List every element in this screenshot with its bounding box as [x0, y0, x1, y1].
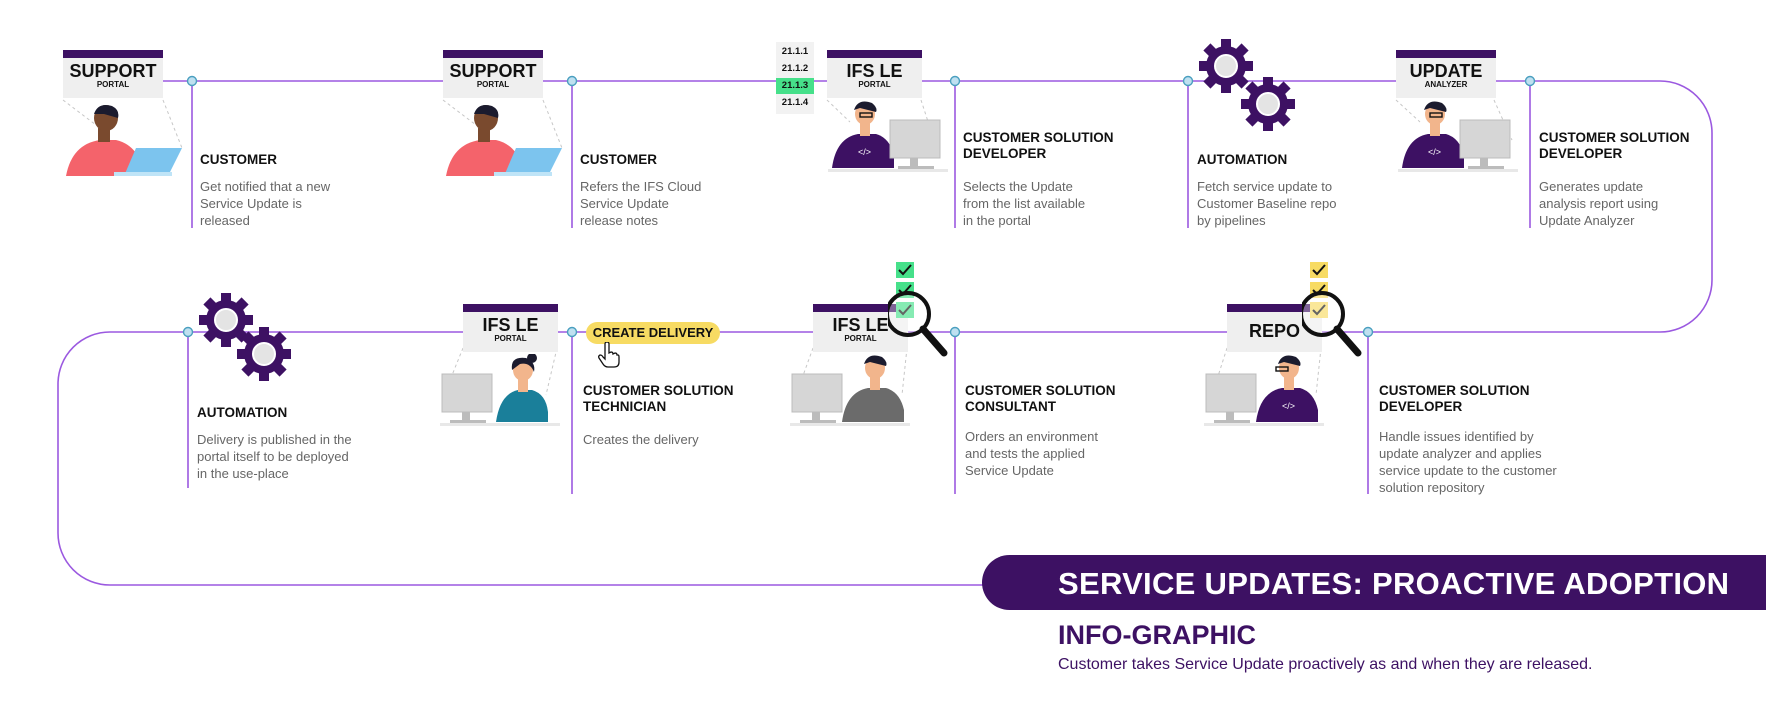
support-portal-label-2: SUPPORT PORTAL: [443, 50, 543, 98]
step-5-role: CUSTOMER SOLUTION DEVELOPER: [1539, 130, 1690, 161]
step-1-role: CUSTOMER: [200, 152, 278, 167]
support-portal-label-1: SUPPORT PORTAL: [63, 50, 163, 98]
step-2-role: CUSTOMER: [580, 152, 658, 167]
step-8-role: CUSTOMER SOLUTION TECHNICIAN: [583, 383, 734, 414]
step-6-role: CUSTOMER SOLUTION DEVELOPER: [1379, 383, 1530, 414]
svg-text:</>: </>: [1282, 401, 1295, 411]
step-2-desc: Refers the IFS Cloud Service Update rele…: [580, 179, 702, 228]
create-delivery-button[interactable]: CREATE DELIVERY: [586, 322, 720, 344]
step-3-desc: Selects the Update from the list availab…: [963, 179, 1086, 228]
developer-desktop-icon: </>: [1398, 101, 1518, 172]
step-4-role: AUTOMATION: [1197, 152, 1288, 167]
step-9-node: [182, 326, 194, 338]
step-8-node: [566, 326, 578, 338]
version-list: 21.1.1 21.1.2 21.1.3 21.1.4: [776, 42, 814, 114]
version-item[interactable]: 21.1.4: [781, 97, 809, 108]
step-4-desc: Fetch service update to Customer Baselin…: [1197, 179, 1337, 228]
gears-icon: [1199, 39, 1295, 131]
step-1-desc: Get notified that a new Service Update i…: [200, 179, 331, 228]
version-item[interactable]: 21.1.1: [781, 46, 809, 57]
step-7-role: CUSTOMER SOLUTION CONSULTANT: [965, 383, 1116, 414]
step-9-desc: Delivery is published in the portal itse…: [197, 432, 352, 481]
developer-desktop-icon: </>: [1204, 355, 1324, 426]
step-6-desc: Handle issues identified by update analy…: [1379, 429, 1557, 495]
step-3-role: CUSTOMER SOLUTION DEVELOPER: [963, 130, 1114, 161]
update-analyzer-label: UPDATE ANALYZER: [1396, 50, 1496, 98]
ifs-le-portal-label-3: IFS LE PORTAL: [463, 304, 558, 352]
page-subtitle: INFO-GRAPHIC: [1058, 620, 1256, 650]
step-9-role: AUTOMATION: [197, 405, 288, 420]
consultant-desktop-icon: [790, 355, 910, 426]
magnifier-checklist-icon: [1302, 262, 1362, 357]
page-title: SERVICE UPDATES: PROACTIVE ADOPTION: [1058, 566, 1730, 601]
step-8-desc: Creates the delivery: [583, 432, 699, 447]
title-banner: [982, 555, 1766, 610]
svg-text:</>: </>: [1428, 147, 1441, 157]
technician-desktop-icon: [440, 354, 560, 426]
developer-desktop-icon: </>: [828, 101, 948, 172]
step-5-node: [1524, 75, 1536, 87]
step-4-node: [1182, 75, 1194, 87]
hand-cursor-icon: [598, 342, 620, 368]
customer-laptop-icon: [66, 105, 182, 176]
ifs-le-portal-label-1: IFS LE PORTAL: [827, 50, 922, 98]
version-item[interactable]: 21.1.3: [776, 78, 814, 94]
step-1-node: [186, 75, 198, 87]
page-description: Customer takes Service Update proactivel…: [1058, 656, 1593, 673]
customer-laptop-icon: [446, 105, 562, 176]
step-7-desc: Orders an environment and tests the appl…: [965, 429, 1098, 478]
step-3-node: [949, 75, 961, 87]
step-5-desc: Generates update analysis report using U…: [1539, 179, 1659, 228]
gears-icon: [199, 293, 291, 381]
ifs-le-portal-label-2: IFS LE PORTAL: [813, 304, 908, 352]
step-2-node: [566, 75, 578, 87]
step-7-node: [949, 326, 961, 338]
version-item[interactable]: 21.1.2: [781, 63, 809, 74]
magnifier-checklist-icon: [888, 262, 948, 357]
svg-text:</>: </>: [858, 147, 871, 157]
step-6-node: [1362, 326, 1374, 338]
